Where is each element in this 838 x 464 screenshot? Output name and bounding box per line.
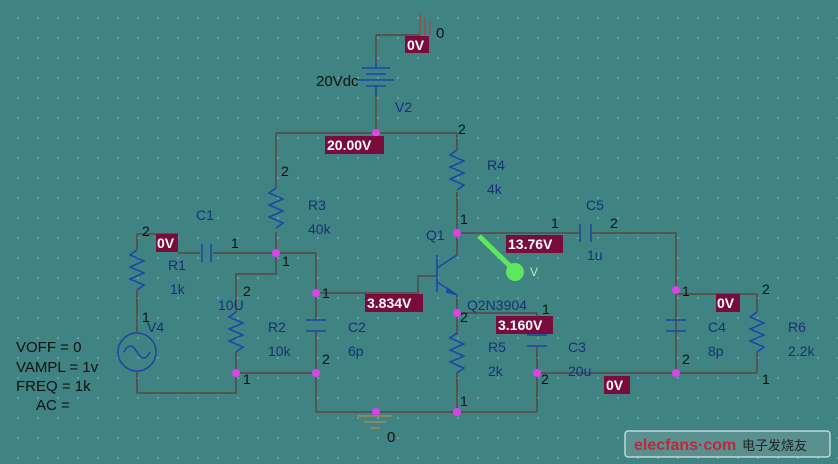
capacitor-c4[interactable] [666, 319, 686, 332]
v4-param: VAMPL = 1v [16, 359, 99, 376]
voltage-label-bottom: 0V [604, 376, 630, 394]
svg-text:1: 1 [142, 309, 150, 325]
c3-value: 20u [568, 363, 591, 379]
resistor-r4[interactable] [448, 149, 466, 191]
resistor-r2[interactable] [227, 311, 245, 353]
svg-text:1: 1 [282, 253, 290, 269]
c4-value: 8p [708, 343, 724, 359]
svg-text:2: 2 [762, 281, 770, 297]
ground-top-label: 0 [436, 25, 444, 42]
voltage-text: 3.160V [498, 317, 543, 333]
transistor-q1-symbol[interactable] [436, 254, 458, 296]
svg-text:2: 2 [281, 163, 289, 179]
voltage-text: 0V [407, 37, 425, 53]
svg-text:1: 1 [322, 285, 330, 301]
voltage-label-vcc: 20.00V [325, 136, 384, 154]
r2-value: 10k [268, 343, 292, 359]
v2-value: 20Vdc [316, 73, 359, 90]
voltage-label-base: 3.834V [365, 294, 423, 312]
voltage-text: 20.00V [327, 137, 372, 153]
probe-label: V [530, 265, 538, 279]
svg-text:2: 2 [541, 371, 549, 387]
voltage-text: 3.834V [367, 295, 412, 311]
ground-bottom-label: 0 [387, 429, 395, 446]
svg-text:2: 2 [458, 121, 466, 137]
voltage-text: 0V [157, 235, 175, 251]
junction-nodes [232, 129, 680, 416]
svg-text:2: 2 [322, 351, 330, 367]
v4-param: AC = [36, 397, 70, 414]
resistor-r6[interactable] [748, 311, 766, 353]
svg-text:1: 1 [243, 371, 251, 387]
r5-value: 2k [488, 363, 504, 379]
voltage-text: 0V [717, 295, 735, 311]
pin-numbers: 2 2 1 1 2 2 1 1 2 1 1 2 1 2 1 2 1 1 2 2 … [142, 121, 770, 409]
svg-text:1: 1 [460, 211, 468, 227]
r3-name: R3 [308, 197, 326, 213]
resistor-r3[interactable] [267, 187, 285, 229]
r1-name: R1 [168, 257, 186, 273]
watermark-text: elecfans·com [634, 437, 736, 454]
capacitor-c5[interactable] [579, 224, 592, 242]
capacitor-c1[interactable] [201, 244, 212, 262]
r3-value: 40k [308, 221, 332, 237]
capacitor-c3[interactable] [527, 334, 547, 347]
v4-param: FREQ = 1k [16, 378, 91, 395]
q1-name: Q1 [426, 227, 445, 243]
svg-text:1: 1 [542, 301, 550, 317]
svg-text:1: 1 [682, 283, 690, 299]
r6-name: R6 [788, 319, 806, 335]
ac-source-v4-symbol[interactable] [117, 332, 157, 372]
r1-value: 1k [170, 281, 186, 297]
c3-name: C3 [568, 339, 586, 355]
svg-text:1: 1 [231, 235, 239, 251]
svg-text:1: 1 [460, 393, 468, 409]
battery-v2-symbol[interactable] [358, 62, 394, 95]
voltage-label-top-gnd: 0V [405, 36, 429, 53]
ground-bottom-symbol [358, 415, 392, 429]
c2-value: 6p [348, 343, 364, 359]
voltage-text: 13.76V [508, 236, 553, 252]
r2-name: R2 [268, 319, 286, 335]
c1-name: C1 [196, 207, 214, 223]
capacitor-c2[interactable] [306, 319, 326, 332]
voltage-label-emitter: 3.160V [496, 316, 553, 334]
r4-name: R4 [487, 157, 505, 173]
wires [136, 34, 758, 413]
watermark-cn: 电子发烧友 [742, 438, 807, 453]
c5-value: 1u [587, 247, 603, 263]
c4-name: C4 [708, 319, 726, 335]
svg-text:2: 2 [610, 215, 618, 231]
svg-text:2: 2 [243, 283, 251, 299]
v4-name: V4 [147, 319, 164, 335]
svg-text:1: 1 [551, 215, 559, 231]
r4-value: 4k [487, 181, 503, 197]
v4-param: VOFF = 0 [16, 339, 81, 356]
v2-name: V2 [395, 99, 412, 115]
voltage-label-collector: 13.76V [506, 235, 563, 253]
ground-top-symbol [419, 14, 431, 35]
voltage-probe[interactable]: V [477, 234, 538, 281]
svg-text:1: 1 [762, 371, 770, 387]
voltage-label-output: 0V [716, 294, 740, 312]
watermark: elecfans·com 电子发烧友 [624, 430, 831, 458]
q1-model: Q2N3904 [467, 297, 527, 313]
svg-text:2: 2 [460, 309, 468, 325]
r2-extra: 10U [218, 297, 244, 313]
r6-value: 2.2k [788, 343, 815, 359]
c2-name: C2 [348, 319, 366, 335]
svg-text:2: 2 [142, 223, 150, 239]
r5-name: R5 [488, 339, 506, 355]
svg-text:2: 2 [682, 351, 690, 367]
c5-name: C5 [586, 197, 604, 213]
resistor-r1[interactable] [128, 249, 146, 291]
resistor-r5[interactable] [448, 332, 466, 374]
voltage-text: 0V [606, 377, 624, 393]
voltage-label-input: 0V [156, 234, 178, 252]
